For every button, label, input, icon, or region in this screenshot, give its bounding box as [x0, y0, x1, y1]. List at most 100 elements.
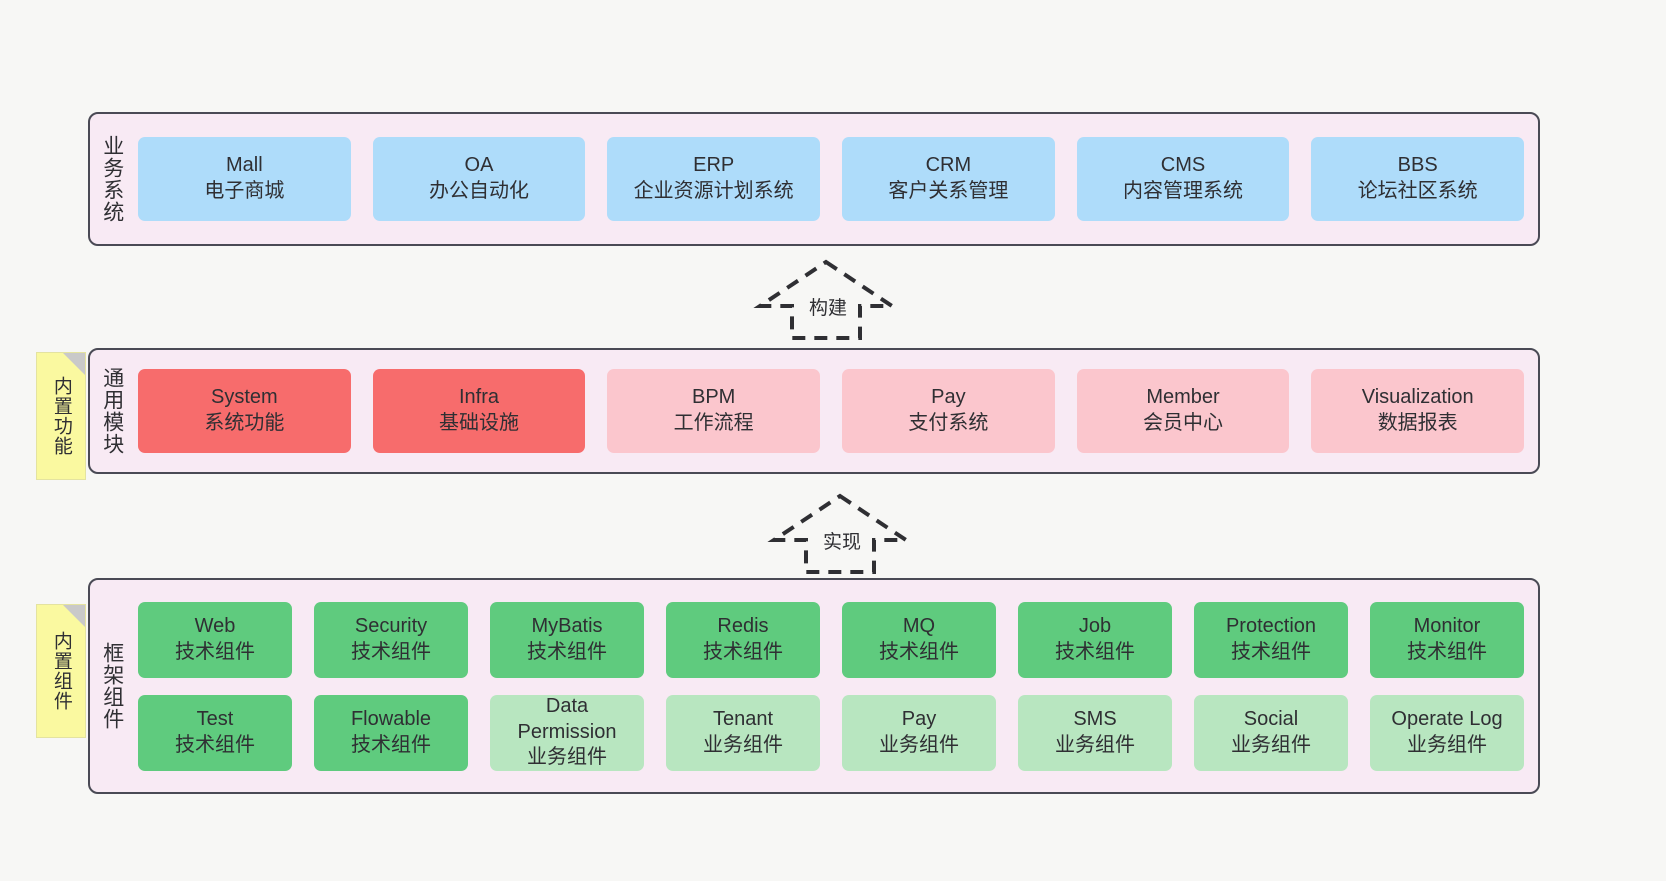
box-name: Test: [196, 707, 234, 730]
box-name: Infra: [458, 386, 500, 409]
box-row: Mall 电子商城 OA 办公自动化 ERP 企业资源计划系统 CRM 客户关系…: [138, 137, 1525, 221]
box-name: MyBatis: [531, 614, 603, 637]
box-desc: 业务组件: [879, 733, 959, 756]
connector-build-label: 构建: [806, 293, 851, 320]
box-desc: 业务组件: [527, 746, 607, 769]
box-name: SMS: [1073, 707, 1117, 730]
box-name: Flowable: [350, 707, 432, 730]
box-name: Member: [1146, 386, 1220, 409]
box-row: System 系统功能 Infra 基础设施 BPM 工作流程 Pay 支付系统…: [138, 369, 1525, 453]
box-desc: 技术组件: [703, 640, 783, 663]
box-name: Pay: [931, 386, 966, 409]
module-box-pay[interactable]: Pay 支付系统: [842, 369, 1055, 453]
connector-build: 构建: [753, 258, 899, 340]
layer-title-business-systems: 业务系统: [100, 135, 124, 223]
box-name: BPM: [692, 386, 736, 409]
box-name: Visualization: [1361, 386, 1474, 409]
box-desc: 技术组件: [175, 733, 255, 756]
note-label: 内置功能: [50, 376, 72, 456]
system-box-crm[interactable]: CRM 客户关系管理: [842, 137, 1055, 221]
box-desc: 业务组件: [1055, 733, 1135, 756]
module-box-system[interactable]: System 系统功能: [138, 369, 351, 453]
system-box-cms[interactable]: CMS 内容管理系统: [1076, 137, 1290, 221]
component-box-tenant[interactable]: Tenant 业务组件: [666, 694, 820, 771]
generalization-arrow-icon: [767, 493, 913, 574]
generalization-arrow-icon: [753, 259, 899, 340]
note-builtin-component: 内置组件: [36, 604, 86, 738]
box-desc: 技术组件: [1407, 640, 1487, 663]
box-desc: 技术组件: [879, 640, 959, 663]
box-desc: 数据报表: [1377, 412, 1458, 434]
connector-implement-label: 实现: [820, 527, 865, 554]
component-box-monitor[interactable]: Monitor 技术组件: [1370, 601, 1524, 678]
box-desc: 会员中心: [1143, 412, 1224, 434]
box-name: Security: [354, 614, 428, 637]
box-grid-framework-components: Web 技术组件 Security 技术组件 MyBatis 技术组件 Redi…: [134, 580, 1538, 792]
box-desc: 客户关系管理: [888, 180, 1009, 202]
system-box-oa[interactable]: OA 办公自动化: [372, 137, 586, 221]
box-name: Pay: [901, 707, 937, 730]
component-box-social[interactable]: Social 业务组件: [1194, 694, 1348, 771]
box-name: OA: [464, 154, 494, 177]
note-builtin-function: 内置功能: [36, 352, 86, 480]
layer-common-modules: 通用模块 System 系统功能 Infra 基础设施 BPM 工作流程 Pay…: [88, 348, 1540, 474]
component-box-pay[interactable]: Pay 业务组件: [842, 694, 996, 771]
system-box-bbs[interactable]: BBS 论坛社区系统: [1311, 137, 1525, 221]
component-box-data-permission[interactable]: Data Permission 业务组件: [490, 694, 644, 771]
module-box-infra[interactable]: Infra 基础设施: [372, 369, 586, 453]
layer-title-common-modules: 通用模块: [100, 367, 124, 455]
module-box-member[interactable]: Member 会员中心: [1076, 369, 1290, 453]
box-desc: 技术组件: [351, 733, 431, 756]
box-name: BBS: [1397, 154, 1438, 177]
box-name: MQ: [902, 614, 936, 637]
component-box-redis[interactable]: Redis 技术组件: [666, 601, 820, 678]
component-box-security[interactable]: Security 技术组件: [314, 601, 468, 678]
box-row: Web 技术组件 Security 技术组件 MyBatis 技术组件 Redi…: [138, 601, 1524, 678]
component-box-job[interactable]: Job 技术组件: [1018, 601, 1172, 678]
box-name: ERP: [693, 154, 735, 177]
connector-implement: 实现: [767, 492, 913, 574]
component-box-flowable[interactable]: Flowable 技术组件: [314, 694, 468, 771]
box-name: CMS: [1160, 154, 1206, 177]
box-name: Protection: [1225, 614, 1317, 637]
box-name: Web: [194, 614, 236, 637]
component-box-protection[interactable]: Protection 技术组件: [1194, 601, 1348, 678]
box-desc: 内容管理系统: [1123, 180, 1244, 202]
system-box-erp[interactable]: ERP 企业资源计划系统: [607, 137, 821, 221]
box-desc: 基础设施: [439, 412, 519, 434]
box-desc: 系统功能: [204, 412, 285, 434]
component-box-test[interactable]: Test 技术组件: [138, 694, 292, 771]
box-name: Operate Log: [1391, 707, 1503, 730]
module-box-visualization[interactable]: Visualization 数据报表: [1311, 369, 1525, 453]
box-name: Redis: [717, 614, 769, 637]
layer-title-framework-components: 框架组件: [100, 642, 124, 730]
box-name: System: [210, 386, 278, 409]
component-box-sms[interactable]: SMS 业务组件: [1018, 694, 1172, 771]
box-desc: 论坛社区系统: [1357, 180, 1478, 202]
component-box-operate-log[interactable]: Operate Log 业务组件: [1370, 694, 1524, 771]
box-desc: 支付系统: [908, 412, 989, 434]
box-desc: 技术组件: [1055, 640, 1135, 663]
box-grid-common-modules: System 系统功能 Infra 基础设施 BPM 工作流程 Pay 支付系统…: [134, 350, 1538, 472]
component-box-web[interactable]: Web 技术组件: [138, 601, 292, 678]
layer-framework-components: 框架组件 Web 技术组件 Security 技术组件 MyBatis 技术组件…: [88, 578, 1540, 794]
box-desc: 工作流程: [673, 412, 754, 434]
box-desc: 企业资源计划系统: [633, 180, 794, 202]
component-box-mq[interactable]: MQ 技术组件: [842, 601, 996, 678]
box-name: Data Permission: [517, 695, 617, 743]
box-grid-business-systems: Mall 电子商城 OA 办公自动化 ERP 企业资源计划系统 CRM 客户关系…: [134, 114, 1538, 244]
box-desc: 技术组件: [175, 640, 255, 663]
box-desc: 业务组件: [1231, 733, 1311, 756]
box-name: Job: [1078, 614, 1112, 637]
component-box-mybatis[interactable]: MyBatis 技术组件: [490, 601, 644, 678]
box-desc: 业务组件: [1407, 733, 1487, 756]
box-name: Mall: [226, 154, 263, 177]
box-desc: 技术组件: [527, 640, 607, 663]
note-label: 内置组件: [50, 631, 72, 711]
note-fold-corner-icon: [63, 353, 85, 375]
box-desc: 技术组件: [1231, 640, 1311, 663]
system-box-mall[interactable]: Mall 电子商城: [138, 137, 351, 221]
box-desc: 办公自动化: [429, 180, 529, 202]
module-box-bpm[interactable]: BPM 工作流程: [607, 369, 821, 453]
